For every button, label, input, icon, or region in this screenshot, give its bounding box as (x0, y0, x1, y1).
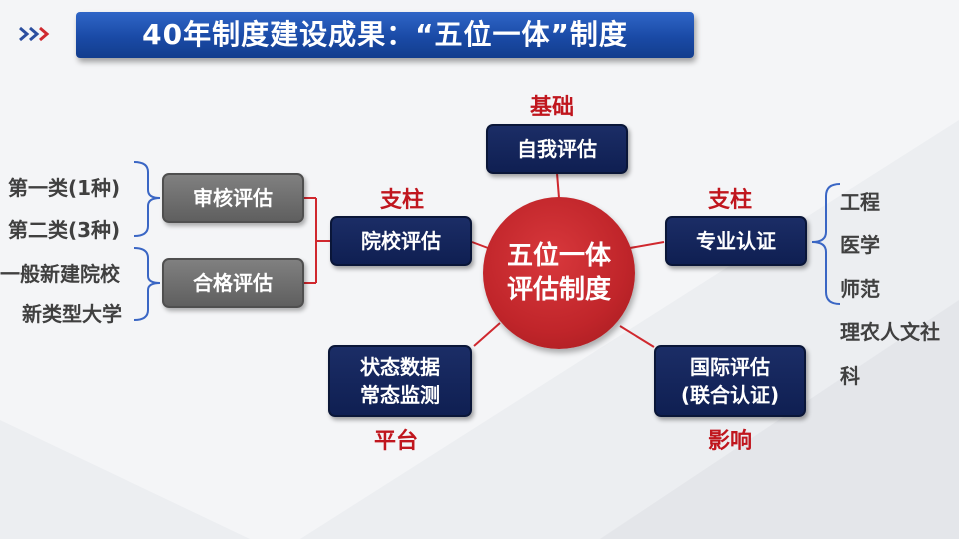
discipline-soc: 科 (840, 364, 860, 388)
intl-eval-tag: 影响 (708, 429, 753, 454)
qualify-eval-label: 合格评估 (193, 271, 273, 295)
intl-eval-line1: 国际评估 (690, 355, 770, 379)
audit-item-2: 第二类(3种) (8, 218, 121, 242)
self-eval-label: 自我评估 (517, 137, 597, 161)
discipline-sci-agri-hum: 理农人文社 (840, 320, 940, 344)
audit-item-1: 第一类(1种) (8, 176, 121, 200)
intl-eval-line2: (联合认证) (680, 383, 780, 407)
self-eval-box: 自我评估 (486, 124, 628, 174)
page-title: 40年制度建设成果：“五位一体”制度 (142, 18, 628, 51)
institution-eval-box: 院校评估 (330, 216, 472, 266)
self-eval-tag: 基础 (530, 95, 575, 120)
center-line1: 五位一体 (506, 241, 611, 271)
qualify-item-1: 一般新建院校 (0, 262, 120, 286)
discipline-engineering: 工程 (840, 190, 880, 214)
intl-eval-box: 国际评估 (联合认证) (654, 345, 806, 417)
professional-cert-label: 专业认证 (696, 229, 776, 253)
chevron-icon (18, 26, 54, 46)
status-monitor-line2: 常态监测 (360, 383, 440, 407)
audit-eval-box: 审核评估 (162, 173, 304, 223)
status-monitor-line1: 状态数据 (360, 355, 440, 379)
institution-eval-label: 院校评估 (361, 229, 441, 253)
title-banner: 40年制度建设成果：“五位一体”制度 (76, 12, 694, 58)
qualify-item-2: 新类型大学 (22, 302, 122, 326)
center-line2: 评估制度 (506, 275, 611, 305)
discipline-medicine: 医学 (840, 233, 880, 257)
institution-eval-tag: 支柱 (380, 188, 425, 213)
qualify-eval-box: 合格评估 (162, 258, 304, 308)
professional-cert-box: 专业认证 (665, 216, 807, 266)
status-monitor-tag: 平台 (374, 429, 419, 454)
discipline-education: 师范 (840, 277, 880, 301)
center-circle: 五位一体 评估制度 (483, 197, 635, 349)
audit-eval-label: 审核评估 (193, 186, 273, 210)
professional-cert-tag: 支柱 (708, 188, 753, 213)
status-monitor-box: 状态数据 常态监测 (328, 345, 472, 417)
